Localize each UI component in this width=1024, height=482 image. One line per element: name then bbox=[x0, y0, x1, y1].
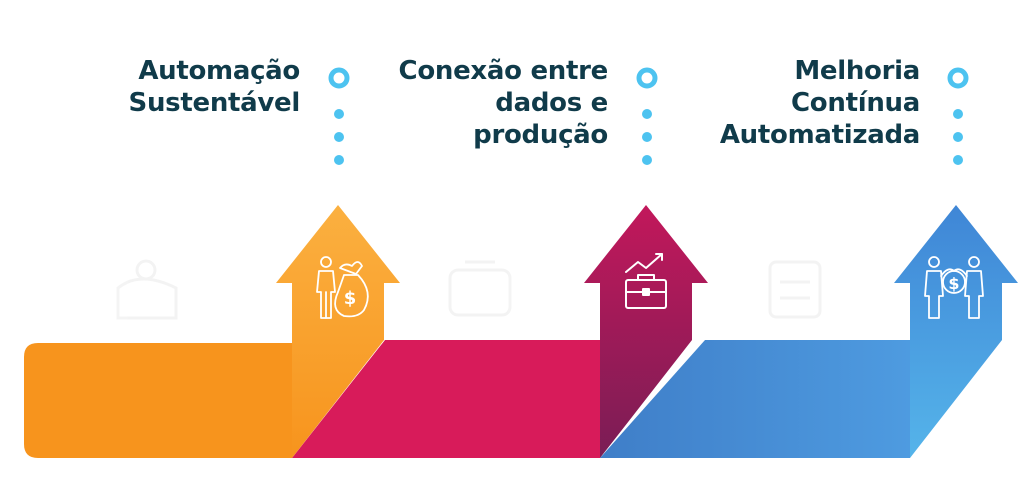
step-1-label: Automação Sustentável bbox=[128, 55, 301, 119]
step-2-line-3: produção bbox=[473, 120, 608, 150]
band-blue bbox=[600, 340, 910, 458]
dots-3 bbox=[947, 67, 969, 165]
dots-2 bbox=[636, 67, 658, 165]
step-1-line-1: Automação bbox=[138, 56, 300, 86]
band-orange bbox=[24, 343, 292, 458]
ghost-icon-2 bbox=[448, 260, 512, 317]
arrow-blue bbox=[894, 205, 1018, 458]
svg-text:$: $ bbox=[344, 288, 357, 309]
money-bag-person-icon: $ bbox=[316, 256, 369, 319]
arrow-magenta bbox=[584, 205, 708, 458]
ghost-icon-3 bbox=[768, 260, 822, 319]
step-3-line-1: Melhoria bbox=[794, 56, 920, 86]
people-money-icon: $ bbox=[924, 256, 984, 319]
svg-text:$: $ bbox=[948, 274, 959, 293]
dots-1 bbox=[328, 67, 350, 165]
step-3-line-3: Automatizada bbox=[719, 120, 920, 150]
band-magenta bbox=[292, 340, 600, 458]
arrow-orange bbox=[276, 205, 400, 458]
step-1-line-2: Sustentável bbox=[128, 88, 301, 118]
step-2-line-1: Conexão entre bbox=[398, 56, 609, 86]
briefcase-growth-icon bbox=[625, 253, 667, 309]
step-2-line-2: dados e bbox=[495, 88, 608, 118]
step-3-label: Melhoria Contínua Automatizada bbox=[720, 55, 920, 151]
ghost-icon-1 bbox=[116, 259, 178, 320]
step-2-label: Conexão entre dados e produção bbox=[398, 55, 609, 151]
step-3-line-2: Contínua bbox=[791, 88, 920, 118]
